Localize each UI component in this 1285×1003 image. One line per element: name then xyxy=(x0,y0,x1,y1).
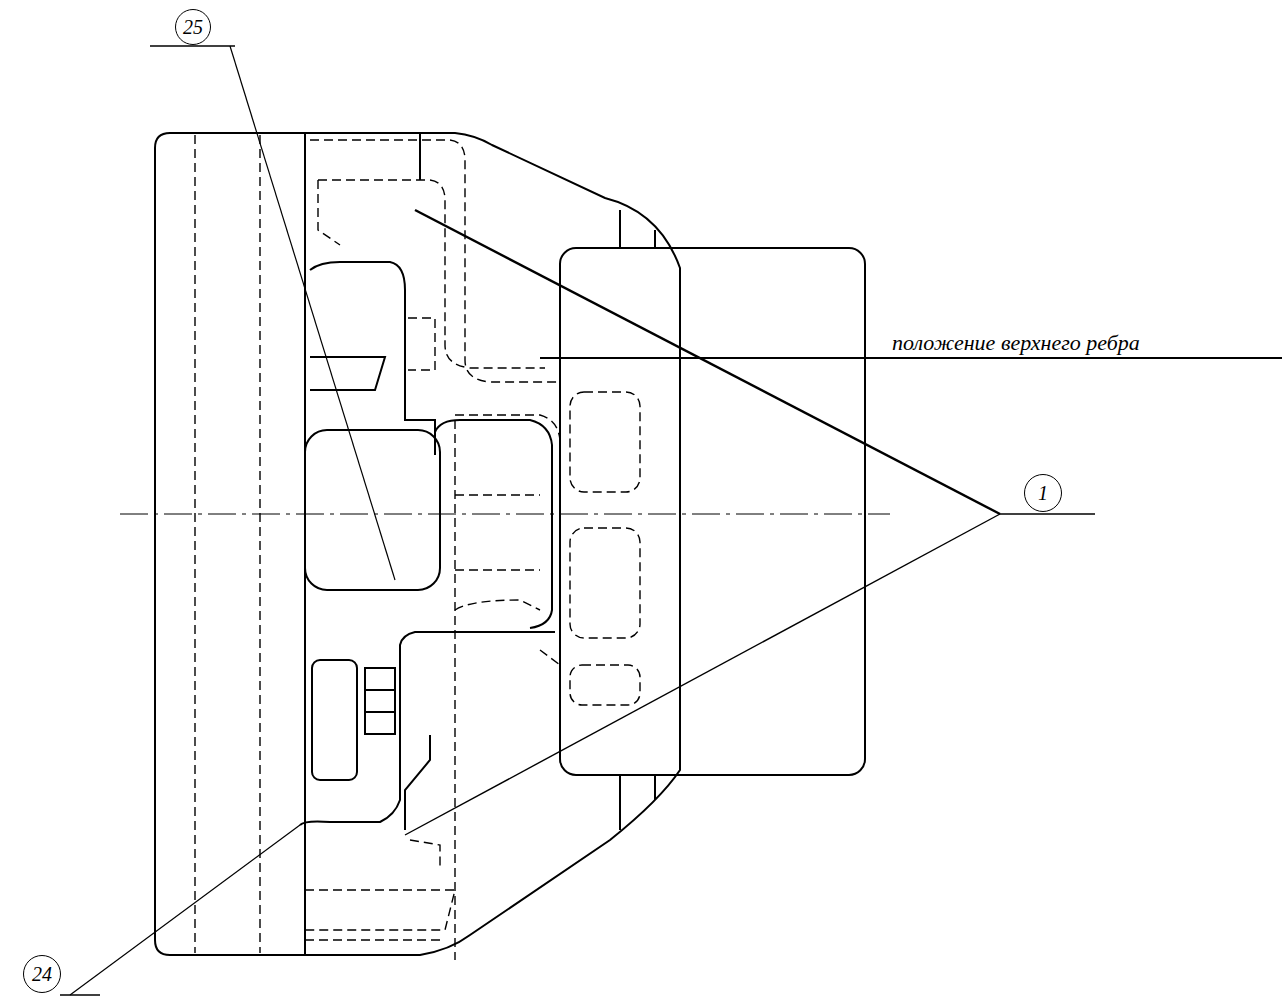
callout-circle: 1 xyxy=(1024,474,1062,512)
callout-circle: 25 xyxy=(175,9,211,45)
callout-number: 24 xyxy=(32,964,52,984)
callout-circle: 24 xyxy=(23,955,61,993)
callout-number: 1 xyxy=(1038,483,1048,503)
callout-number: 25 xyxy=(183,17,203,37)
note-label: положение верхнего ребра xyxy=(890,330,1142,356)
